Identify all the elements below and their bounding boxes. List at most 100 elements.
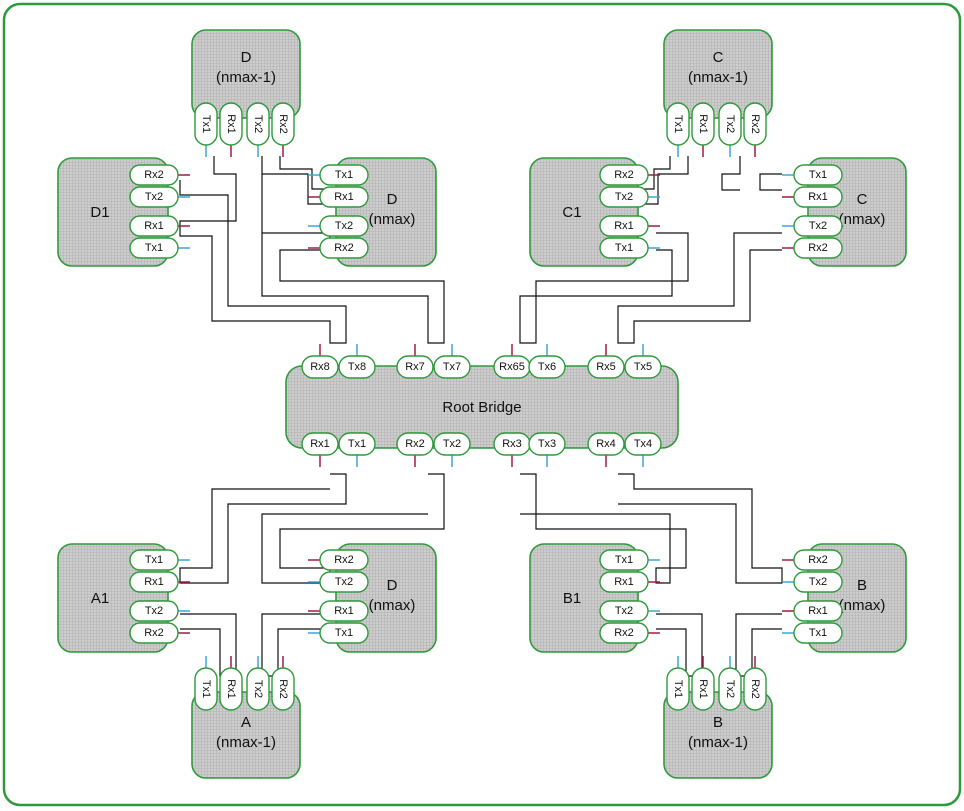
port-label-tx2: Tx2	[615, 191, 633, 203]
port-label-tx2: Tx2	[145, 191, 163, 203]
root-port-tx5[interactable]	[624, 355, 662, 379]
root-port-rx2[interactable]	[396, 432, 434, 456]
port-tx2[interactable]	[129, 600, 179, 622]
port-label-rx2: Rx2	[808, 554, 828, 566]
node-label: A	[241, 714, 251, 731]
port-rx1[interactable]	[599, 215, 649, 237]
port-label-rx5: Rx5	[596, 361, 616, 373]
node-sublabel: (nmax)	[369, 211, 416, 228]
port-tx1[interactable]	[666, 102, 690, 146]
port-rx2[interactable]	[599, 622, 649, 644]
port-tx1[interactable]	[666, 667, 690, 711]
root-port-tx8[interactable]	[338, 355, 376, 379]
port-label-tx8: Tx8	[348, 361, 366, 373]
port-rx1[interactable]	[129, 571, 179, 593]
node-label: D	[387, 191, 398, 208]
port-tx1[interactable]	[194, 667, 218, 711]
port-label-rx2: Rx2	[334, 242, 354, 254]
port-rx2[interactable]	[743, 667, 767, 711]
root-port-rx7[interactable]	[396, 355, 434, 379]
port-label-tx1: Tx1	[145, 554, 163, 566]
port-tx2[interactable]	[718, 667, 742, 711]
port-rx1[interactable]	[129, 215, 179, 237]
port-label-rx2: Rx2	[144, 627, 164, 639]
port-rx2[interactable]	[743, 102, 767, 146]
root-port-tx3[interactable]	[528, 432, 566, 456]
node-label: B	[713, 714, 723, 731]
port-rx2[interactable]	[793, 237, 843, 259]
port-tx2[interactable]	[793, 571, 843, 593]
port-label-rx2: Rx2	[277, 679, 289, 699]
port-label-rx1: Rx1	[614, 220, 634, 232]
port-label-rx2: Rx2	[144, 169, 164, 181]
port-tx1[interactable]	[319, 164, 369, 186]
port-rx1[interactable]	[219, 667, 243, 711]
node-label: D1	[90, 204, 109, 221]
port-tx2[interactable]	[319, 215, 369, 237]
port-tx1[interactable]	[793, 622, 843, 644]
port-rx2[interactable]	[319, 549, 369, 571]
port-label-tx1: Tx1	[615, 242, 633, 254]
port-label-tx2: Tx2	[145, 605, 163, 617]
port-label-tx1: Tx1	[672, 680, 684, 698]
node-b-nmax-1[interactable]	[663, 691, 773, 779]
port-rx1[interactable]	[793, 600, 843, 622]
port-tx2[interactable]	[246, 102, 270, 146]
port-tx1[interactable]	[194, 102, 218, 146]
port-label-rx1: Rx1	[697, 679, 709, 699]
root-port-tx6[interactable]	[528, 355, 566, 379]
port-rx2[interactable]	[271, 667, 295, 711]
port-rx2[interactable]	[129, 622, 179, 644]
port-tx2[interactable]	[718, 102, 742, 146]
port-label-tx7: Tx7	[443, 361, 461, 373]
root-port-rx8[interactable]	[301, 355, 339, 379]
port-tx2[interactable]	[793, 215, 843, 237]
cable	[519, 232, 689, 344]
port-rx2[interactable]	[129, 164, 179, 186]
port-rx2[interactable]	[271, 102, 295, 146]
port-rx2[interactable]	[319, 237, 369, 259]
port-tx1[interactable]	[129, 549, 179, 571]
port-label-rx2: Rx2	[614, 169, 634, 181]
port-rx2[interactable]	[793, 549, 843, 571]
node-a-nmax-1[interactable]	[191, 691, 301, 779]
port-rx1[interactable]	[599, 571, 649, 593]
port-rx2[interactable]	[599, 164, 649, 186]
port-label-rx2: Rx2	[614, 627, 634, 639]
port-tx1[interactable]	[129, 237, 179, 259]
port-rx1[interactable]	[793, 186, 843, 208]
port-label-tx1: Tx1	[615, 554, 633, 566]
port-rx1[interactable]	[319, 600, 369, 622]
port-tx1[interactable]	[793, 164, 843, 186]
root-port-rx4[interactable]	[587, 432, 625, 456]
root-bridge[interactable]	[285, 365, 679, 449]
port-label-rx1: Rx1	[808, 191, 828, 203]
root-port-tx7[interactable]	[433, 355, 471, 379]
port-rx1[interactable]	[691, 667, 715, 711]
root-port-tx1[interactable]	[338, 432, 376, 456]
root-port-tx2[interactable]	[433, 432, 471, 456]
port-rx1[interactable]	[319, 186, 369, 208]
port-tx2[interactable]	[599, 186, 649, 208]
node-c-nmax-1[interactable]	[663, 29, 773, 119]
port-tx2[interactable]	[319, 571, 369, 593]
port-tx2[interactable]	[246, 667, 270, 711]
root-port-rx1[interactable]	[301, 432, 339, 456]
port-label-tx1: Tx1	[200, 680, 212, 698]
port-tx1[interactable]	[599, 237, 649, 259]
port-tx1[interactable]	[599, 549, 649, 571]
port-label-rx2: Rx2	[405, 438, 425, 450]
root-port-rx5[interactable]	[587, 355, 625, 379]
port-tx1[interactable]	[319, 622, 369, 644]
node-label: C	[713, 49, 724, 66]
root-port-tx4[interactable]	[624, 432, 662, 456]
port-tx2[interactable]	[599, 600, 649, 622]
node-d-nmax-1[interactable]	[191, 29, 301, 119]
port-rx1[interactable]	[219, 102, 243, 146]
port-tx2[interactable]	[129, 186, 179, 208]
port-label-tx1: Tx1	[335, 627, 353, 639]
port-label-tx5: Tx5	[634, 361, 652, 373]
port-rx1[interactable]	[691, 102, 715, 146]
cable	[759, 173, 782, 191]
port-label-rx65: Rx65	[499, 361, 525, 373]
